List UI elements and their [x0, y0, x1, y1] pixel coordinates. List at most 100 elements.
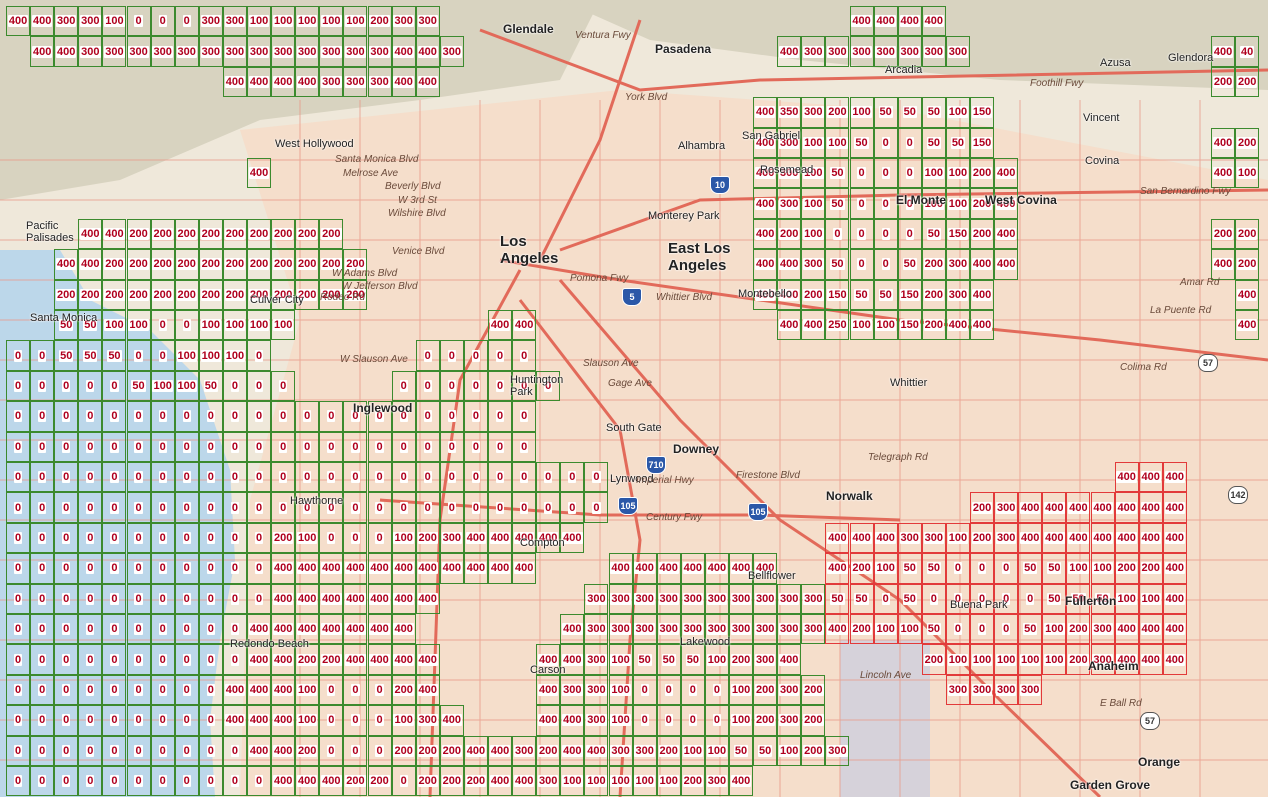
grid-value: 200: [345, 258, 366, 271]
grid-cell: 50: [729, 735, 754, 766]
grid-value: 0: [471, 349, 480, 362]
grid-cell: 0: [295, 492, 320, 523]
grid-value: 200: [971, 531, 993, 544]
grid-value: 300: [586, 714, 607, 727]
grid-value: 0: [375, 683, 384, 696]
grid-value: 400: [321, 592, 342, 605]
grid-value: 300: [730, 592, 752, 605]
grid-value: 200: [297, 744, 318, 757]
grid-value: 100: [610, 775, 631, 788]
grid-cell: 0: [247, 340, 272, 371]
grid-cell: 400: [777, 310, 802, 341]
grid-cell: 0: [30, 492, 55, 523]
grid-cell: 300: [78, 36, 103, 67]
grid-value: 0: [544, 471, 553, 484]
grid-cell: 300: [222, 6, 247, 37]
grid-cell: 400: [729, 766, 754, 797]
grid-value: 100: [971, 653, 993, 666]
grid-value: 300: [345, 75, 366, 88]
grid-cell: 400: [753, 279, 778, 310]
grid-cell: 400: [247, 674, 272, 706]
grid-value: 200: [176, 227, 197, 240]
grid-value: 0: [182, 592, 191, 605]
grid-value: 200: [152, 288, 173, 301]
grid-cell: 100: [945, 97, 970, 128]
grid-value: 0: [640, 714, 649, 727]
grid-value: 200: [417, 531, 438, 544]
grid-cell: 100: [608, 644, 633, 675]
grid-value: 300: [152, 45, 173, 58]
grid-value: 400: [851, 15, 872, 28]
grid-value: 0: [158, 714, 167, 727]
grid-value: 400: [562, 744, 583, 757]
grid-value: 0: [977, 623, 987, 636]
grid-cell: 200: [729, 644, 754, 675]
grid-cell: 200: [656, 735, 681, 766]
grid-value: 100: [586, 775, 607, 788]
grid-value: 0: [206, 440, 215, 453]
grid-value: 300: [321, 75, 342, 88]
grid-value: 0: [110, 775, 119, 788]
grid-value: 0: [303, 501, 312, 514]
grid-cell: 50: [656, 644, 681, 675]
grid-cell: 300: [921, 522, 946, 554]
grid-cell: 0: [150, 553, 175, 584]
grid-value: 300: [586, 592, 607, 605]
grid-cell: 400: [825, 553, 850, 584]
grid-cell: 300: [632, 614, 657, 645]
grid-value: 300: [923, 45, 945, 58]
grid-cell: 0: [78, 705, 103, 736]
grid-cell: 300: [54, 6, 79, 37]
grid-cell: 200: [198, 249, 223, 280]
grid-cell: 0: [897, 188, 922, 219]
grid-value: 400: [1164, 592, 1186, 605]
grid-value: 400: [272, 623, 294, 636]
grid-cell: 0: [994, 583, 1019, 614]
grid-value: 0: [568, 471, 577, 484]
grid-cell: 0: [198, 492, 223, 523]
grid-value: 400: [1212, 167, 1234, 180]
grid-value: 0: [230, 744, 239, 757]
grid-value: 0: [158, 592, 167, 605]
grid-cell: 400: [753, 97, 778, 128]
grid-cell: 100: [945, 158, 970, 189]
grid-cell: 200: [1114, 553, 1139, 584]
grid-cell: 0: [30, 705, 55, 736]
grid-cell: 0: [102, 705, 127, 736]
grid-cell: 0: [704, 705, 729, 736]
grid-value: 0: [158, 471, 167, 484]
grid-value: 400: [875, 15, 896, 28]
grid-value: 0: [375, 531, 384, 544]
grid-cell: 300: [319, 66, 344, 98]
grid-cell: 0: [174, 6, 199, 37]
grid-cell: 50: [825, 249, 850, 280]
grid-value: 400: [393, 592, 414, 605]
grid-value: 400: [248, 167, 270, 180]
grid-cell: 0: [463, 462, 488, 493]
grid-cell: 100: [945, 522, 970, 554]
grid-value: 0: [158, 775, 167, 788]
grid-cell: 400: [6, 6, 31, 37]
grid-value: 200: [923, 319, 945, 332]
grid-value: 400: [1140, 653, 1161, 666]
grid-cell: 400: [1235, 310, 1260, 341]
grid-value: 0: [327, 683, 336, 696]
grid-cell: 0: [704, 674, 729, 706]
grid-cell: 0: [897, 127, 922, 158]
grid-cell: 200: [1235, 249, 1260, 280]
grid-value: 400: [272, 653, 294, 666]
grid-cell: 400: [512, 522, 537, 554]
grid-value: 0: [86, 744, 95, 757]
grid-value: 0: [206, 714, 215, 727]
grid-value: 400: [586, 744, 607, 757]
grid-value: 100: [706, 744, 728, 757]
grid-cell: 300: [945, 249, 970, 280]
grid-cell: 0: [198, 705, 223, 736]
grid-cell: 100: [632, 766, 657, 797]
grid-value: 300: [779, 592, 800, 605]
grid-cell: 200: [1066, 614, 1091, 645]
grid-value: 0: [206, 653, 215, 666]
grid-cell: 350: [777, 97, 802, 128]
grid-cell: 50: [1042, 553, 1067, 584]
